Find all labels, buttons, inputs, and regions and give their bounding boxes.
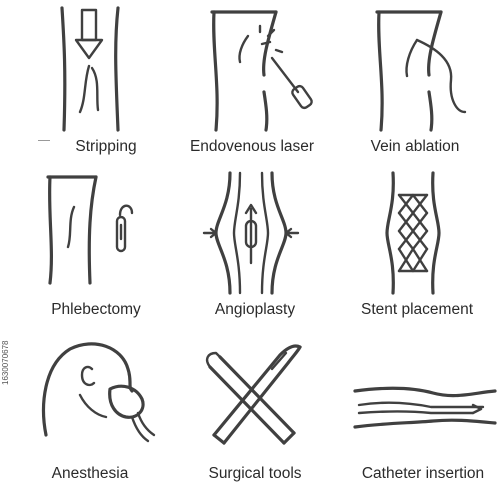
icon-label: Phlebectomy (51, 301, 141, 318)
vein-ablation-icon (375, 10, 467, 132)
anesthesia-icon (41, 342, 156, 443)
icon-cell-stent-placement: Stent placement (345, 165, 500, 325)
icon-cell-phlebectomy: Phlebectomy (40, 165, 180, 325)
icon-label: Stripping (75, 138, 137, 155)
icon-cell-stripping: Stripping (40, 0, 180, 165)
icon-cell-vein-ablation: Vein ablation (345, 0, 500, 165)
icon-label: Vein ablation (370, 138, 460, 155)
icon-cell-surgical-tools: Surgical tools (180, 325, 320, 500)
icon-label: Angioplasty (214, 301, 296, 318)
icon-label: Surgical tools (208, 465, 302, 482)
vein-stripping-icon (60, 6, 120, 132)
icon-cell-angioplasty: Angioplasty (180, 165, 320, 325)
icon-label: Catheter insertion (361, 465, 485, 482)
stent-placement-icon (385, 171, 441, 295)
angioplasty-icon (202, 171, 300, 295)
catheter-insertion-icon (353, 386, 497, 429)
surgical-tools-icon (205, 344, 302, 445)
icon-label: Endovenous laser (189, 138, 315, 155)
endovenous-laser-icon (210, 10, 313, 132)
decorative-dash (38, 140, 50, 141)
stock-image-id: 1630070678 (1, 340, 10, 386)
icon-label: Anesthesia (51, 465, 129, 482)
icon-cell-endovenous-laser: Endovenous laser (180, 0, 320, 165)
phlebectomy-icon (46, 175, 134, 285)
icon-cell-anesthesia: Anesthesia (40, 325, 180, 500)
icon-label: Stent placement (360, 301, 474, 318)
icon-cell-catheter-insertion: Catheter insertion (345, 325, 500, 500)
